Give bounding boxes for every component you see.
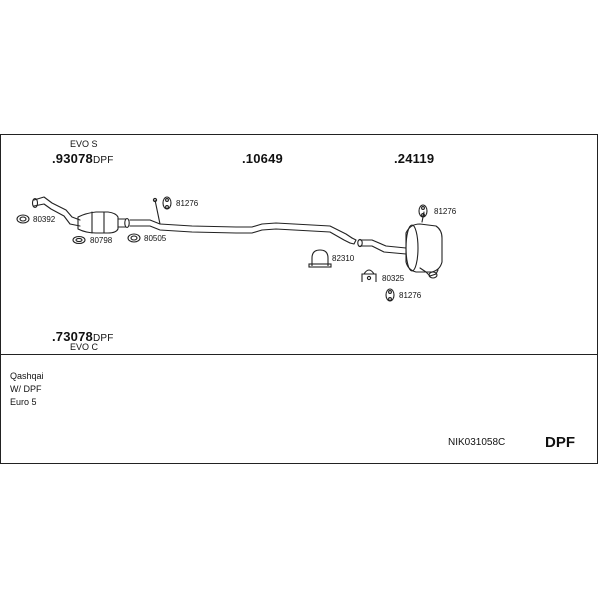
vehicle-model: Qashqai	[10, 371, 44, 381]
part-suffix: DPF	[92, 333, 114, 344]
dpf-badge: DPF	[545, 434, 575, 451]
gasket-icon	[72, 235, 86, 245]
rubber-hanger-icon	[162, 196, 172, 210]
accessory-code: 80392	[33, 215, 56, 224]
accessory-code: 81276	[176, 199, 199, 208]
gasket-icon	[16, 214, 30, 224]
kit-frame	[0, 134, 598, 464]
part-number-front-top: .93078DPF	[52, 152, 114, 166]
rear-silencer-shape	[405, 211, 443, 279]
rear-pipe-shape	[357, 238, 407, 255]
accessory-code: 80505	[144, 234, 167, 243]
variant-label-bottom: EVO C	[70, 342, 99, 352]
center-pipe-shape	[129, 197, 357, 245]
dpf-shape	[77, 211, 130, 234]
part-number: .73078	[52, 329, 93, 344]
accessory-code: 80325	[382, 274, 405, 283]
accessory-code: 82310	[332, 254, 355, 263]
kit-code: NIK031058C	[448, 437, 506, 448]
rubber-mount-icon	[361, 269, 377, 282]
part-suffix: DPF	[92, 155, 114, 166]
rubber-hanger-icon	[418, 204, 428, 218]
vehicle-emission: Euro 5	[10, 397, 37, 407]
rubber-hanger-icon	[385, 288, 395, 302]
accessory-code: 80798	[90, 236, 113, 245]
variant-label-top: EVO S	[70, 139, 98, 149]
part-number-center: .10649	[242, 151, 283, 166]
gasket-icon	[127, 233, 141, 243]
accessory-code: 81276	[434, 207, 457, 216]
front-pipe-shape	[31, 196, 81, 227]
clamp-icon	[308, 249, 332, 268]
part-number: .93078	[52, 151, 93, 166]
part-number-rear: .24119	[394, 151, 435, 166]
divider-line	[0, 354, 598, 355]
vehicle-variant: W/ DPF	[10, 384, 42, 394]
part-number-front-bottom: .73078DPF	[52, 330, 114, 344]
accessory-code: 81276	[399, 291, 422, 300]
